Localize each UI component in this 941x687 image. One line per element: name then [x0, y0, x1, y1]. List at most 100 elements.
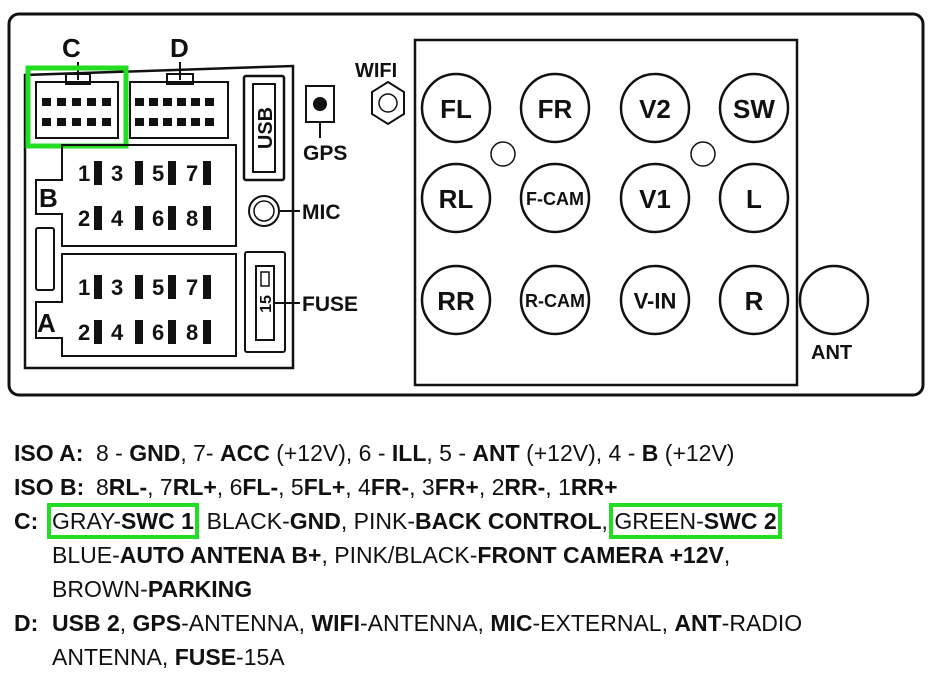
iso-a-pin-1: 1	[78, 275, 90, 300]
iso-a-pin-4: 4	[111, 320, 124, 345]
legend-term: ACC	[219, 440, 270, 466]
legend-term: ILL	[391, 440, 427, 466]
connector-latch	[35, 227, 55, 291]
legend-segment: GREEN-	[614, 508, 704, 534]
legend-term: MIC	[490, 610, 533, 636]
svg-text:SW: SW	[733, 94, 775, 124]
legend-segment: BLUE-	[52, 542, 120, 568]
legend-key: ISO B:	[14, 474, 85, 500]
iso-a-pin-2: 2	[78, 320, 90, 345]
legend-key: ISO A:	[14, 440, 84, 466]
legend-segment: , PINK-	[340, 508, 415, 534]
svg-text:R: R	[745, 286, 764, 316]
iso-b-pin-1: 1	[78, 161, 90, 186]
iso-b-pin-5: 5	[152, 161, 164, 186]
highlighted-wire: GRAY-SWC 1	[47, 503, 199, 539]
ant-connector: ANT	[798, 264, 870, 364]
svg-text:L: L	[746, 184, 762, 214]
legend-text: 8RL-, 7RL+, 6FL-, 5FL+, 4FR-, 3FR+, 2RR-…	[96, 470, 618, 504]
usb-label: USB	[255, 107, 277, 149]
iso-b-connector: B 1 3 5 7 2 4 6 8	[35, 144, 237, 247]
indicator-hole-right	[690, 141, 716, 167]
iso-a-label: A	[37, 308, 56, 338]
legend-term: FR-	[370, 474, 410, 500]
rca-jack-v-in: V-IN	[619, 264, 691, 336]
rca-panel	[413, 38, 799, 387]
legend-segment: , 1	[545, 474, 571, 500]
legend-segment: , 5 -	[426, 440, 473, 466]
svg-text:V2: V2	[639, 94, 671, 124]
legend-text: ANTENNA, FUSE-15A	[52, 640, 285, 674]
legend-segment: 8	[96, 474, 109, 500]
legend-segment: -ANTENNA,	[360, 610, 491, 636]
legend-segment: , 6	[216, 474, 243, 500]
legend-term: RR-	[504, 474, 546, 500]
legend-segment: , 3	[409, 474, 435, 500]
legend-segment: (+12V)	[658, 440, 735, 466]
legend-term: RL+	[172, 474, 217, 500]
rca-jack-v1: V1	[619, 162, 691, 234]
connector-block	[23, 64, 295, 370]
legend-d: D: USB 2, GPS-ANTENNA, WIFI-ANTENNA, MIC…	[14, 606, 939, 640]
iso-a-connector: A 1 3 5 7 2 4 6 8	[35, 253, 237, 357]
legend-text: BROWN-PARKING	[52, 572, 252, 606]
legend-iso-b: ISO B: 8RL-, 7RL+, 6FL-, 5FL+, 4FR-, 3FR…	[14, 470, 939, 504]
svg-text:R-CAM: R-CAM	[525, 291, 585, 311]
legend-d-line2: ANTENNA, FUSE-15A	[14, 640, 939, 674]
rca-jack-rl: RL	[420, 162, 492, 234]
highlighted-wire: GREEN-SWC 2	[609, 503, 782, 539]
legend-term: B	[641, 440, 659, 466]
indicator-hole-left	[490, 141, 516, 167]
iso-b-pin-6: 6	[152, 206, 164, 231]
svg-text:FR: FR	[538, 94, 573, 124]
legend-term: GND	[129, 440, 181, 466]
legend-key: D:	[14, 610, 39, 636]
legend-term: AUTO ANTENA B+	[119, 542, 322, 568]
iso-b-pin-4: 4	[111, 206, 124, 231]
mic-jack: MIC	[248, 195, 341, 227]
legend-term: GPS	[132, 610, 182, 636]
connector-c	[35, 73, 119, 139]
legend-term: SWC 2	[703, 508, 777, 534]
legend-c-line3: BROWN-PARKING	[14, 572, 939, 606]
legend-segment: , 7-	[180, 440, 220, 466]
legend-term: BACK CONTROL	[415, 508, 602, 534]
legend-segment: , PINK/BLACK-	[321, 542, 478, 568]
rca-jack-r-cam: R-CAM	[519, 264, 591, 336]
legend-segment: -RADIO	[721, 610, 803, 636]
legend-term: USB 2	[52, 610, 120, 636]
rca-jack-r: R	[718, 264, 790, 336]
legend-text: GRAY-SWC 1, BLACK-GND, PINK-BACK CONTROL…	[47, 503, 782, 539]
legend-term: FL-	[242, 474, 279, 500]
legend-term: PARKING	[147, 576, 253, 602]
legend-segment: , 4	[345, 474, 371, 500]
gps-label: GPS	[303, 142, 347, 165]
legend-segment: , 5	[278, 474, 304, 500]
svg-text:RL: RL	[439, 184, 474, 214]
ant-label: ANT	[811, 342, 852, 364]
legend-segment: , 7	[147, 474, 173, 500]
legend-term: SWC 1	[121, 508, 194, 534]
rca-jack-f-cam: F-CAM	[519, 162, 591, 234]
fuse: 15 FUSE	[244, 251, 358, 353]
usb-port: USB	[242, 74, 286, 182]
legend-segment: (+12V), 4 -	[519, 440, 642, 466]
legend-segment: -15A	[236, 644, 285, 670]
fuse-label: FUSE	[302, 293, 358, 316]
legend-text: BLUE-AUTO ANTENA B+, PINK/BLACK-FRONT CA…	[52, 538, 730, 572]
connector-diagram: C D USB B 1 3 5 7 2 4 6 8	[7, 12, 925, 397]
iso-b-pin-8: 8	[186, 206, 198, 231]
legend-segment: ,	[119, 610, 133, 636]
legend-segment: GRAY-	[52, 508, 122, 534]
legend-text: 8 - GND, 7- ACC (+12V), 6 - ILL, 5 - ANT…	[96, 436, 734, 470]
legend-term: ANT	[472, 440, 520, 466]
legend-key: C:	[14, 508, 39, 534]
legend-segment: -ANTENNA,	[181, 610, 312, 636]
svg-text:FL: FL	[440, 94, 472, 124]
svg-text:V-IN: V-IN	[634, 289, 677, 314]
rca-jack-v2: V2	[619, 72, 691, 144]
gps-connector: GPS	[303, 85, 347, 165]
legend-term: WIFI	[311, 610, 360, 636]
svg-text:F-CAM: F-CAM	[526, 189, 584, 209]
rca-jack-fl: FL	[420, 72, 492, 144]
